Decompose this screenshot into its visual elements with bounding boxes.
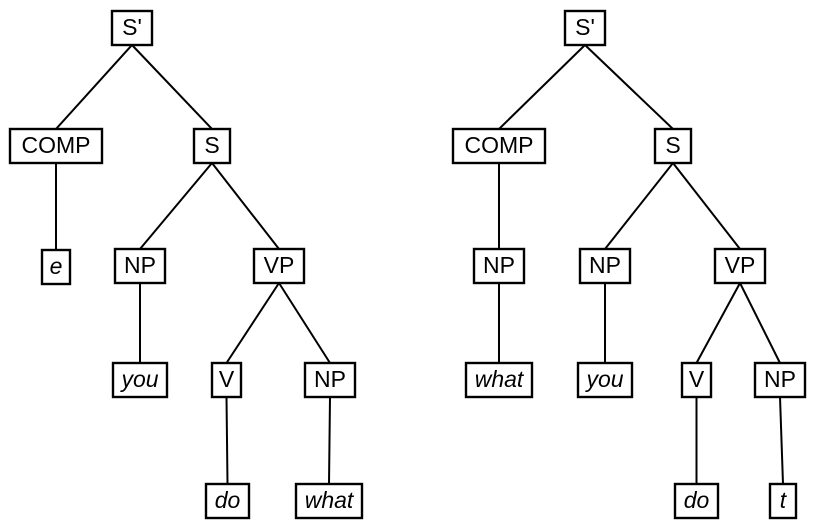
- node-label: NP: [764, 366, 796, 392]
- tree-node-r-s[interactable]: S: [653, 127, 693, 165]
- tree-node-l-np2[interactable]: NP: [303, 361, 357, 399]
- tree-nodes-surface-structure: S' COMP S NP NP VP what you V NP do t: [451, 9, 807, 520]
- tree-node-r-np2[interactable]: NP: [753, 361, 807, 399]
- tree-edge: [225, 396, 229, 485]
- tree-edge: [211, 162, 280, 250]
- node-label: S': [575, 14, 595, 40]
- node-label: NP: [589, 252, 621, 278]
- node-label: S: [665, 132, 680, 158]
- tree-edge: [278, 282, 331, 364]
- node-label: COMP: [22, 132, 91, 158]
- node-box: [653, 127, 693, 165]
- node-box: [192, 127, 232, 165]
- tree-node-l-s[interactable]: S: [192, 127, 232, 165]
- tree-node-l-you[interactable]: you: [111, 361, 169, 399]
- node-box: [111, 361, 169, 399]
- tree-node-r-what[interactable]: what: [464, 361, 534, 399]
- tree-node-r-sbar[interactable]: S': [563, 9, 607, 47]
- tree-edge: [604, 162, 674, 250]
- tree-node-l-comp[interactable]: COMP: [8, 127, 104, 165]
- node-box: [576, 361, 634, 399]
- tree-node-l-np1[interactable]: NP: [113, 247, 167, 285]
- node-box: [294, 482, 364, 520]
- tree-edge: [328, 396, 331, 485]
- node-label: you: [584, 366, 623, 392]
- node-box: [673, 482, 720, 520]
- tree-edge: [672, 162, 741, 250]
- tree-edge: [779, 396, 784, 485]
- tree-node-l-do[interactable]: do: [204, 482, 251, 520]
- node-box: [303, 361, 357, 399]
- node-box: [210, 361, 243, 399]
- node-label: do: [215, 487, 241, 513]
- tree-node-r-t[interactable]: t: [768, 482, 798, 520]
- tree-node-l-what[interactable]: what: [294, 482, 364, 520]
- node-box: [472, 247, 526, 285]
- node-box: [252, 247, 306, 285]
- node-box: [204, 482, 251, 520]
- node-label: e: [50, 253, 63, 279]
- node-box: [8, 127, 104, 165]
- tree-edge: [695, 282, 741, 364]
- node-box: [578, 247, 632, 285]
- node-label: do: [684, 487, 710, 513]
- node-box: [768, 482, 798, 520]
- tree-node-r-np1[interactable]: NP: [578, 247, 632, 285]
- tree-edges-deep-structure: [55, 44, 331, 485]
- node-box: [713, 247, 767, 285]
- node-label: NP: [124, 252, 156, 278]
- edge-layer: [55, 44, 784, 485]
- tree-node-l-vp[interactable]: VP: [252, 247, 306, 285]
- node-label: you: [119, 366, 158, 392]
- node-label: t: [780, 487, 788, 513]
- node-label: what: [475, 366, 525, 392]
- node-label: COMP: [465, 132, 534, 158]
- tree-node-r-vp[interactable]: VP: [713, 247, 767, 285]
- tree-node-r-you[interactable]: you: [576, 361, 634, 399]
- node-label: S': [122, 14, 142, 40]
- tree-edge: [55, 44, 133, 130]
- tree-node-r-comp[interactable]: COMP: [451, 127, 547, 165]
- tree-edge: [498, 44, 586, 130]
- node-label: what: [305, 487, 355, 513]
- node-box: [464, 361, 534, 399]
- node-label: NP: [314, 366, 346, 392]
- tree-node-l-v[interactable]: V: [210, 361, 243, 399]
- tree-node-r-v[interactable]: V: [680, 361, 713, 399]
- node-label: V: [219, 366, 235, 392]
- node-label: S: [204, 132, 219, 158]
- node-box: [110, 9, 154, 47]
- tree-edge: [131, 44, 213, 130]
- tree-edge: [739, 282, 781, 364]
- node-label: VP: [264, 252, 295, 278]
- node-label: V: [689, 366, 705, 392]
- tree-node-r-np0[interactable]: NP: [472, 247, 526, 285]
- tree-edge: [225, 282, 280, 364]
- node-box: [563, 9, 607, 47]
- tree-node-r-do[interactable]: do: [673, 482, 720, 520]
- tree-edge: [139, 162, 213, 250]
- node-label: NP: [483, 252, 515, 278]
- tree-node-l-e[interactable]: e: [40, 248, 72, 286]
- node-box: [753, 361, 807, 399]
- node-box: [113, 247, 167, 285]
- tree-node-l-sbar[interactable]: S': [110, 9, 154, 47]
- node-box: [680, 361, 713, 399]
- node-box: [451, 127, 547, 165]
- tree-edge: [584, 44, 674, 130]
- node-box: [40, 248, 72, 286]
- tree-edges-surface-structure: [498, 44, 784, 485]
- node-label: VP: [725, 252, 756, 278]
